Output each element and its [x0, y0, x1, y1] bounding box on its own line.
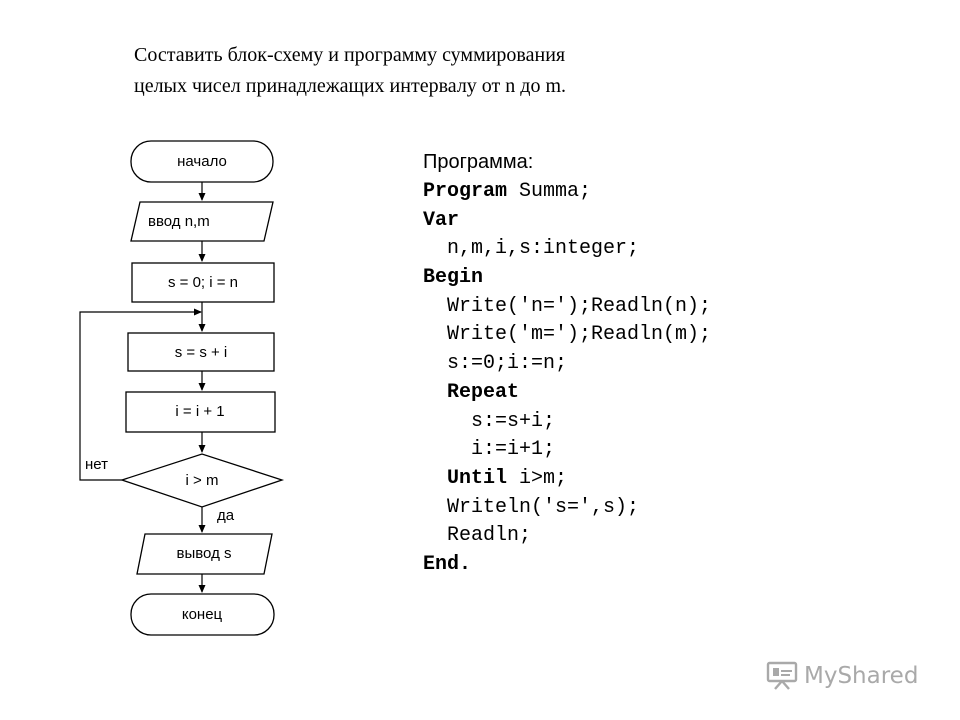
code-line: s:=0;i:=n;: [423, 350, 711, 379]
code-line: Write('n=');Readln(n);: [423, 293, 711, 322]
code-line: Repeat: [423, 379, 711, 408]
code-keyword: Repeat: [447, 380, 520, 404]
output-label: вывод s: [177, 545, 232, 562]
code-keyword: Var: [423, 208, 460, 232]
no-branch-label: нет: [85, 456, 108, 473]
flowchart-input-node: ввод n,m: [130, 201, 274, 242]
code-text: s:=s+i;: [471, 409, 556, 433]
flowchart-end-node: конец: [130, 593, 275, 636]
task-line-2: целых чисел принадлежащих интервалу от n…: [134, 75, 567, 97]
init-label: s = 0; i = n: [168, 274, 238, 291]
code-line: Var: [423, 207, 711, 236]
flowchart-add-node: s = s + i: [127, 332, 275, 372]
task-statement: Составить блок-схему и программу суммиро…: [134, 40, 834, 102]
watermark: MyShared: [766, 656, 936, 696]
task-line-1: Составить блок-схему и программу суммиро…: [134, 44, 566, 66]
start-label: начало: [177, 153, 227, 170]
flowchart-init-node: s = 0; i = n: [131, 262, 275, 303]
code-line: Writeln('s=',s);: [423, 494, 711, 523]
code-text: Summa;: [507, 180, 592, 203]
code-keyword: Program: [423, 180, 508, 203]
code-text: Writeln('s=',s);: [447, 495, 640, 519]
program-heading: Программа:: [423, 151, 534, 173]
input-label: ввод n,m: [148, 213, 210, 230]
code-line: Until i>m;: [423, 465, 711, 494]
add-label: s = s + i: [175, 344, 228, 361]
code-keyword: End.: [423, 552, 472, 576]
end-label: конец: [182, 606, 223, 623]
code-line: Program Summa;: [423, 178, 711, 207]
code-keyword: Begin: [423, 266, 484, 290]
code-text: Write('m=');Readln(m);: [447, 323, 712, 347]
code-line: Begin: [423, 264, 711, 293]
condition-label: i > m: [186, 472, 219, 489]
code-text: s:=0;i:=n;: [447, 352, 568, 376]
code-keyword: Until: [447, 466, 508, 490]
flowchart-connectors: [79, 182, 206, 593]
code-line: End.: [423, 551, 711, 580]
watermark-text: MyShared: [804, 663, 919, 689]
flowchart-condition-node: i > m: [119, 453, 285, 508]
increment-label: i = i + 1: [175, 403, 224, 420]
flowchart-increment-node: i = i + 1: [125, 391, 276, 433]
flowchart-start-node: начало: [130, 140, 274, 183]
code-line: i:=i+1;: [423, 436, 711, 465]
code-text: i:=i+1;: [471, 438, 556, 462]
presentation-board-icon: [766, 661, 798, 690]
flowchart-output-node: вывод s: [136, 533, 273, 575]
code-text: Write('n=');Readln(n);: [447, 294, 712, 318]
code-line: n,m,i,s:integer;: [423, 235, 711, 264]
code-line: Readln;: [423, 522, 711, 551]
code-text: n,m,i,s:integer;: [447, 237, 640, 261]
program-listing: Программа: Program Summa;Var n,m,i,s:int…: [423, 146, 711, 580]
code-line: s:=s+i;: [423, 408, 711, 437]
code-line: Write('m=');Readln(m);: [423, 321, 711, 350]
loop-back-arrow: [79, 308, 202, 481]
yes-branch-label: да: [217, 507, 235, 524]
code-text: i>m;: [507, 466, 568, 490]
program-code-lines: Program Summa;Var n,m,i,s:integer;Begin …: [423, 178, 711, 580]
code-text: Readln;: [447, 524, 532, 548]
